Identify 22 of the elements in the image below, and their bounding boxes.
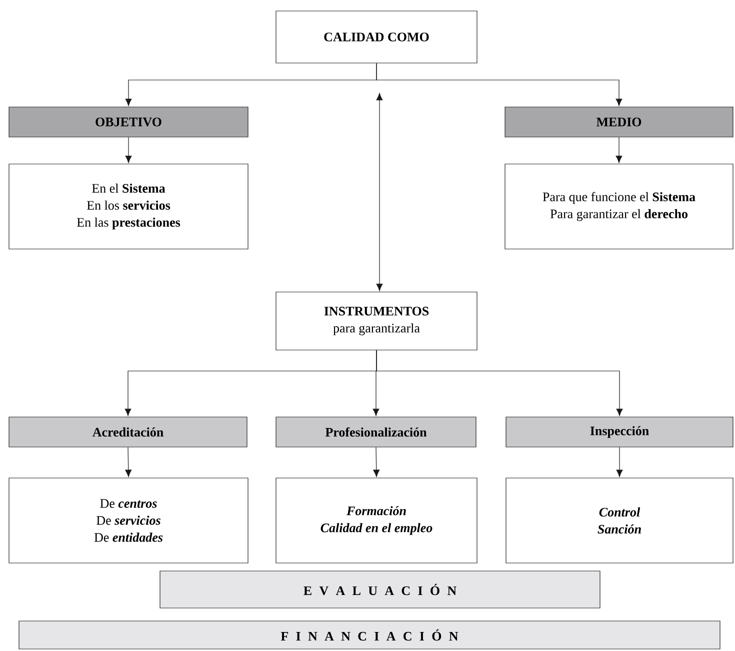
header-bar: Acreditación bbox=[8, 416, 248, 448]
arrow bbox=[376, 63, 622, 106]
header-bar: Inspección bbox=[506, 416, 734, 448]
content-box: De centros De servicios De entidades bbox=[8, 478, 248, 564]
arrow bbox=[373, 447, 380, 477]
banner-bar: E V A L U A C I Ó N bbox=[160, 570, 600, 608]
content-box: Para que funcione el Sistema Para garantizar el derecho bbox=[504, 164, 734, 250]
content-box: En el Sistema En los servicios En las prestaciones bbox=[8, 164, 248, 250]
arrow bbox=[616, 447, 623, 477]
content-box: Formación Calidad en el empleo bbox=[276, 478, 478, 564]
arrow bbox=[376, 93, 383, 291]
header-bar: OBJETIVO bbox=[8, 106, 248, 138]
banner-bar: F I N A N C I A C I Ó N bbox=[18, 620, 720, 650]
arrow bbox=[125, 447, 132, 477]
title-box: CALIDAD COMO bbox=[276, 10, 478, 64]
header-bar: MEDIO bbox=[504, 106, 734, 138]
content-box: Control Sanción bbox=[506, 478, 734, 564]
arrow bbox=[376, 350, 623, 416]
arrow bbox=[125, 137, 132, 163]
instruments-box: INSTRUMENTOS para garantizarla bbox=[276, 292, 478, 350]
header-bar: Profesionalización bbox=[276, 416, 476, 448]
arrow bbox=[616, 137, 622, 163]
